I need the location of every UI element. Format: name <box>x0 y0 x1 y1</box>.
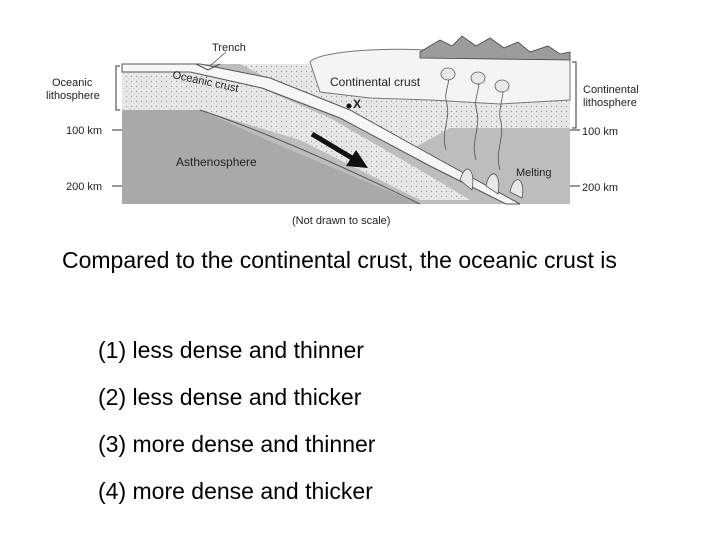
question-text: Compared to the continental crust, the o… <box>62 244 682 276</box>
asthenosphere-label: Asthenosphere <box>176 155 257 169</box>
subduction-diagram: X Trench Oceanic crust Continental crust… <box>0 0 720 240</box>
oceanic-lithosphere-bracket <box>116 66 120 110</box>
melting-label: Melting <box>516 167 551 179</box>
continental-crust-label: Continental crust <box>330 75 421 89</box>
oceanic-lithosphere-label-1: Oceanic <box>52 77 93 89</box>
trench-label: Trench <box>212 42 246 54</box>
point-x-marker <box>347 104 352 109</box>
trench-pointer <box>210 52 226 66</box>
oceanic-lithosphere-label-2: lithosphere <box>46 90 100 102</box>
depth-100-right-label: 100 km <box>582 126 618 138</box>
answer-option-3[interactable]: (3) more dense and thinner <box>98 428 375 475</box>
mountains <box>420 36 570 60</box>
answer-options: (1) less dense and thinner (2) less dens… <box>98 334 375 522</box>
depth-200-left-label: 200 km <box>66 181 102 193</box>
scale-note: (Not drawn to scale) <box>292 215 390 227</box>
depth-200-right-label: 200 km <box>582 182 618 194</box>
answer-option-1[interactable]: (1) less dense and thinner <box>98 334 375 381</box>
continental-lithosphere-bracket <box>572 62 576 128</box>
continental-lithosphere-label-1: Continental <box>583 84 639 96</box>
answer-option-2[interactable]: (2) less dense and thicker <box>98 381 375 428</box>
point-x-label: X <box>353 97 361 111</box>
continental-lithosphere-label-2: lithosphere <box>583 97 637 109</box>
answer-option-4[interactable]: (4) more dense and thicker <box>98 475 375 522</box>
depth-100-left-label: 100 km <box>66 125 102 137</box>
